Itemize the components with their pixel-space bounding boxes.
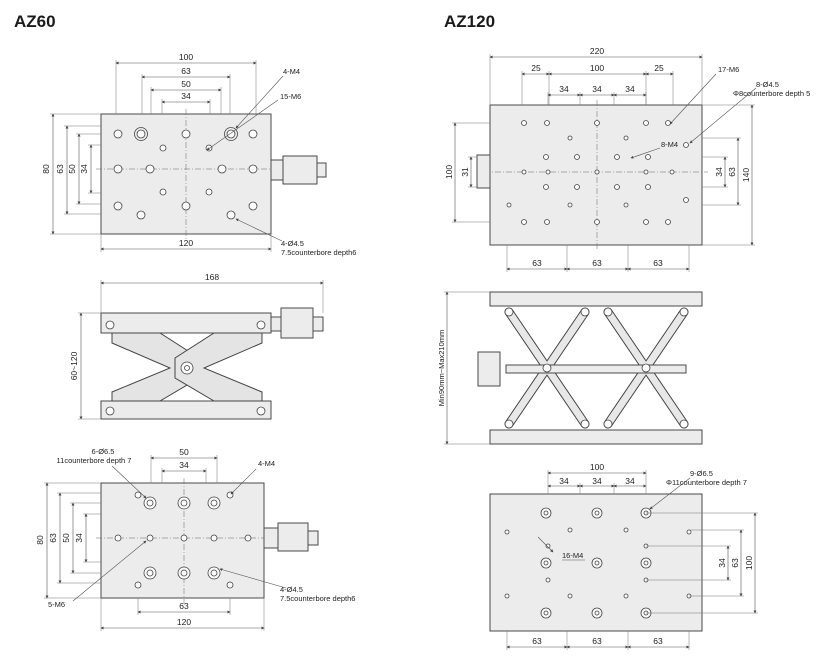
az60-side-knob-base bbox=[270, 316, 282, 332]
az60-knob bbox=[316, 162, 327, 178]
az60-bottom-left-dim-34: 34 bbox=[74, 533, 84, 543]
az120-bottom-dim-63-3: 63 bbox=[653, 636, 663, 646]
az120-right-dim-140: 140 bbox=[741, 168, 751, 182]
az60-top-dim-34: 34 bbox=[181, 91, 191, 101]
az60-bottom-view: 50 34 6-Ø6.5 11counterbore depth 7 4-M4 … bbox=[35, 447, 355, 631]
az60-bottom-knob-base bbox=[263, 527, 279, 549]
az60-side-knob-housing bbox=[280, 307, 314, 339]
az120-left-dim-100: 100 bbox=[444, 165, 454, 179]
az120-bottom-dim-63-1: 63 bbox=[532, 636, 542, 646]
az60-bottom-dim-63: 63 bbox=[179, 601, 189, 611]
az60-left-dim-50: 50 bbox=[67, 164, 77, 174]
az120-right-dim-34: 34 bbox=[714, 167, 724, 177]
az120-top-dim-100: 100 bbox=[590, 63, 604, 73]
az60-top-view: 100 63 50 34 80 63 50 34 120 4-M4 15-M6 … bbox=[41, 52, 356, 257]
az60-side-knob bbox=[312, 316, 324, 332]
az60-side-dim-width: 168 bbox=[205, 272, 219, 282]
az120-right-dim-63: 63 bbox=[727, 167, 737, 177]
az120-top-dim-34-1: 34 bbox=[559, 84, 569, 94]
az120-bottom-view: 100 34 34 34 9-Ø6.5 Φ11counterbore depth… bbox=[489, 462, 758, 650]
az60-left-dim-80: 80 bbox=[41, 164, 51, 174]
az120-bottom-dim-34-3: 34 bbox=[625, 476, 635, 486]
az60-knob-housing bbox=[282, 155, 318, 185]
az60-bottom-callout-5m6: 5-M6 bbox=[48, 600, 65, 609]
az60-bottom-hole-note-2: 7.5counterbore depth6 bbox=[280, 594, 355, 603]
az120-top-dim-34-2: 34 bbox=[592, 84, 602, 94]
az60-bottom-callout-4m4: 4-M4 bbox=[258, 459, 275, 468]
az120-side-base-plate bbox=[489, 429, 703, 445]
az120-side-view: Min90mm~Max210mm bbox=[437, 291, 703, 445]
az60-bottom-callout-left-2: 11counterbore depth 7 bbox=[57, 456, 132, 465]
az60-top-hole-note-2: 7.5counterbore depth6 bbox=[281, 248, 356, 257]
az120-bottom-hole-note-1: 9-Ø6.5 bbox=[690, 469, 713, 478]
az120-bottom-dim-100: 100 bbox=[590, 462, 604, 472]
az120-bottom-dim-34-1: 34 bbox=[559, 476, 569, 486]
az60-callout-15m6: 15-M6 bbox=[280, 92, 301, 101]
model-title-az120: AZ120 bbox=[444, 12, 496, 31]
model-title-az60: AZ60 bbox=[14, 12, 56, 31]
az120-top-dim-25-right: 25 bbox=[654, 63, 664, 73]
az120-top-hole-note-1: 8-Ø4.5 bbox=[756, 80, 779, 89]
az120-side-dim-height: Min90mm~Max210mm bbox=[437, 330, 446, 406]
az60-left-dim-34: 34 bbox=[79, 164, 89, 174]
az60-bottom-callout-left-1: 6-Ø6.5 bbox=[92, 447, 115, 456]
az120-bottom-callout-16m4: 16-M4 bbox=[562, 551, 583, 560]
az60-left-dim-63: 63 bbox=[55, 164, 65, 174]
az120-top-hole-note-2: Φ8counterbore depth 5 bbox=[733, 89, 810, 98]
az120-top-dim-34-3: 34 bbox=[625, 84, 635, 94]
az60-bottom-knob bbox=[307, 530, 319, 546]
az120-left-dim-31: 31 bbox=[460, 167, 470, 177]
az120-top-dim-220: 220 bbox=[590, 46, 604, 56]
az60-bottom-dim-120: 120 bbox=[179, 238, 193, 248]
az60-bottom-dim-34: 34 bbox=[179, 460, 189, 470]
az60-knob-base bbox=[270, 159, 284, 181]
az60-bottom-knob-housing bbox=[277, 522, 309, 552]
az120-bottom-right-dim-34: 34 bbox=[717, 558, 727, 568]
az60-bottom-left-dim-50: 50 bbox=[61, 533, 71, 543]
az60-bottom-hole-note-1: 4-Ø4.5 bbox=[280, 585, 303, 594]
az120-side-top-plate bbox=[489, 291, 703, 307]
az60-bottom-dim-120: 120 bbox=[177, 617, 191, 627]
az60-side-base-plate bbox=[100, 400, 272, 420]
az120-callout-17m6: 17-M6 bbox=[718, 65, 739, 74]
az60-bottom-left-dim-80: 80 bbox=[35, 535, 45, 545]
az120-bottom-right-dim-63: 63 bbox=[730, 558, 740, 568]
az60-top-dim-50: 50 bbox=[181, 79, 191, 89]
az120-side-pivots bbox=[504, 307, 689, 429]
az120-bottom-dim-34-2: 34 bbox=[592, 476, 602, 486]
az120-side-lead-screw bbox=[505, 364, 687, 374]
az60-callout-4m4: 4-M4 bbox=[283, 67, 300, 76]
az60-side-view: 168 60~120 bbox=[69, 272, 324, 420]
az120-top-bottom-dim-63-3: 63 bbox=[653, 258, 663, 268]
az120-side-knob bbox=[477, 351, 501, 387]
az60-top-dim-100: 100 bbox=[179, 52, 193, 62]
az120-bottom-right-dim-100: 100 bbox=[744, 556, 754, 570]
az120-top-dim-25-left: 25 bbox=[531, 63, 541, 73]
az60-bottom-holes bbox=[114, 491, 252, 589]
az60-side-dim-height: 60~120 bbox=[69, 351, 79, 380]
az120-top-bottom-dim-63-1: 63 bbox=[532, 258, 542, 268]
az60-top-holes bbox=[113, 127, 258, 220]
az120-bottom-dim-63-2: 63 bbox=[592, 636, 602, 646]
az60-side-top-plate bbox=[100, 312, 272, 334]
az120-bottom-hole-note-2: Φ11counterbore depth 7 bbox=[666, 478, 747, 487]
az60-bottom-left-dim-63: 63 bbox=[48, 533, 58, 543]
az60-top-dim-63: 63 bbox=[181, 66, 191, 76]
az120-top-bottom-dim-63-2: 63 bbox=[592, 258, 602, 268]
az120-top-view: 220 25 100 25 34 34 34 17-M6 8-Ø4.5 Φ8co… bbox=[444, 46, 810, 272]
az120-callout-8m4: 8-M4 bbox=[661, 140, 678, 149]
az60-top-hole-note-1: 4-Ø4.5 bbox=[281, 239, 304, 248]
az120-knob bbox=[476, 154, 491, 189]
az60-bottom-dim-50: 50 bbox=[179, 447, 189, 457]
